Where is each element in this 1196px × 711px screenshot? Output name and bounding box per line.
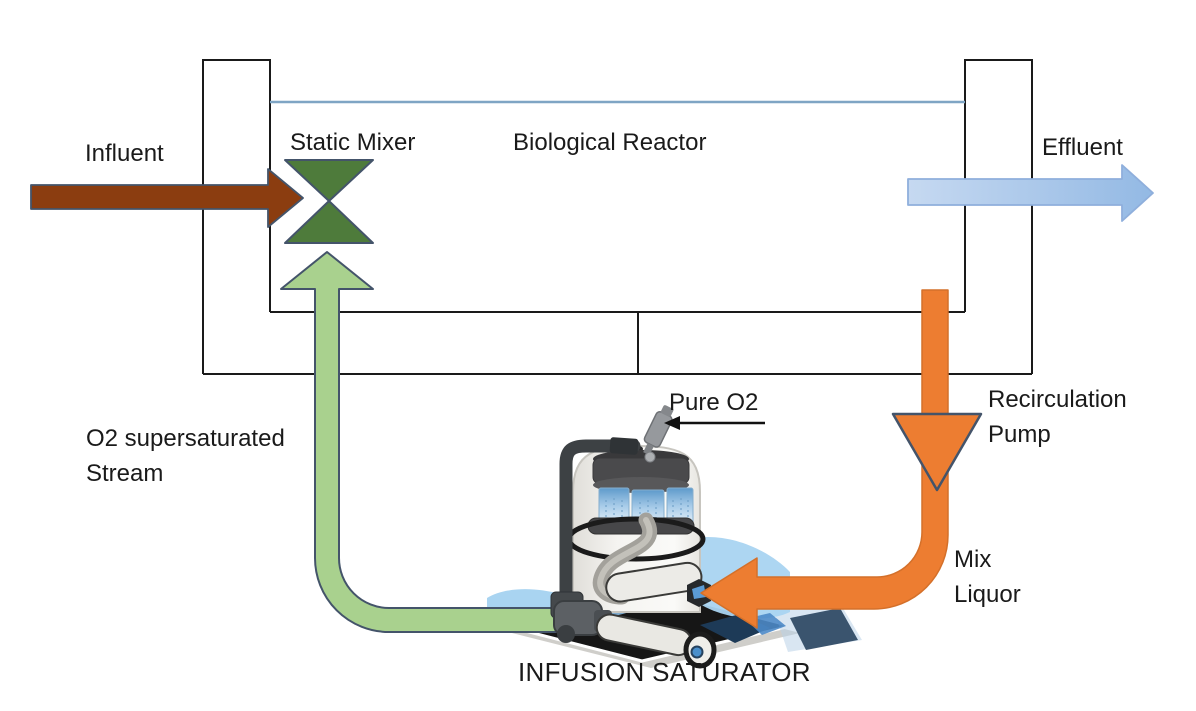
pure-o2-nozzle (643, 405, 674, 456)
o2-stream-label: O2 supersaturated Stream (86, 421, 285, 491)
biological-reactor-label: Biological Reactor (513, 129, 707, 156)
effluent-label: Effluent (1042, 134, 1123, 161)
elbow-bolt (557, 625, 575, 643)
pure-o2-arrow (664, 416, 765, 430)
tank-left-wall (202, 59, 271, 374)
pipe-flange-core (690, 645, 704, 659)
influent-label: Influent (85, 140, 164, 167)
o2-stream-label-line2: Stream (86, 460, 164, 487)
static-mixer-top-triangle (284, 159, 374, 202)
o2-stream-arrow (280, 251, 571, 633)
pure-o2-label: Pure O2 (669, 389, 759, 416)
recirculation-pump-label: Recirculation Pump (988, 382, 1127, 452)
mix-liquor-label-line2: Liquor (954, 581, 1021, 608)
nozzle-ball (644, 451, 656, 463)
recirculation-arrow (700, 289, 949, 629)
nozzle-stem (643, 443, 654, 456)
infusion-saturator-illustration (550, 405, 717, 669)
o2-stream-label-line1: O2 supersaturated (86, 425, 285, 452)
pipe-coupler (609, 437, 639, 455)
effluent-arrow (907, 164, 1154, 222)
inlet-pipe (559, 439, 641, 619)
splash-right-navy (790, 608, 858, 650)
pump-triangle-icon (891, 412, 983, 492)
static-mixer-bottom-triangle (284, 200, 374, 244)
static-mixer-label: Static Mixer (290, 129, 416, 156)
discharge-pipe-upper (605, 561, 703, 603)
hex-fitting-blue (692, 585, 706, 599)
infusion-saturator-label: INFUSION SATURATOR (518, 657, 811, 687)
static-mixer-icon (284, 159, 374, 244)
influent-arrow (30, 168, 304, 228)
tank-right-wall (964, 59, 1033, 374)
recirculation-pump-label-line1: Recirculation (988, 386, 1127, 413)
mix-liquor-label: Mix Liquor (954, 542, 1021, 612)
mix-liquor-label-line1: Mix (954, 546, 992, 573)
nozzle-tip (660, 405, 674, 417)
recirculation-pump-label-line2: Pump (988, 421, 1051, 448)
